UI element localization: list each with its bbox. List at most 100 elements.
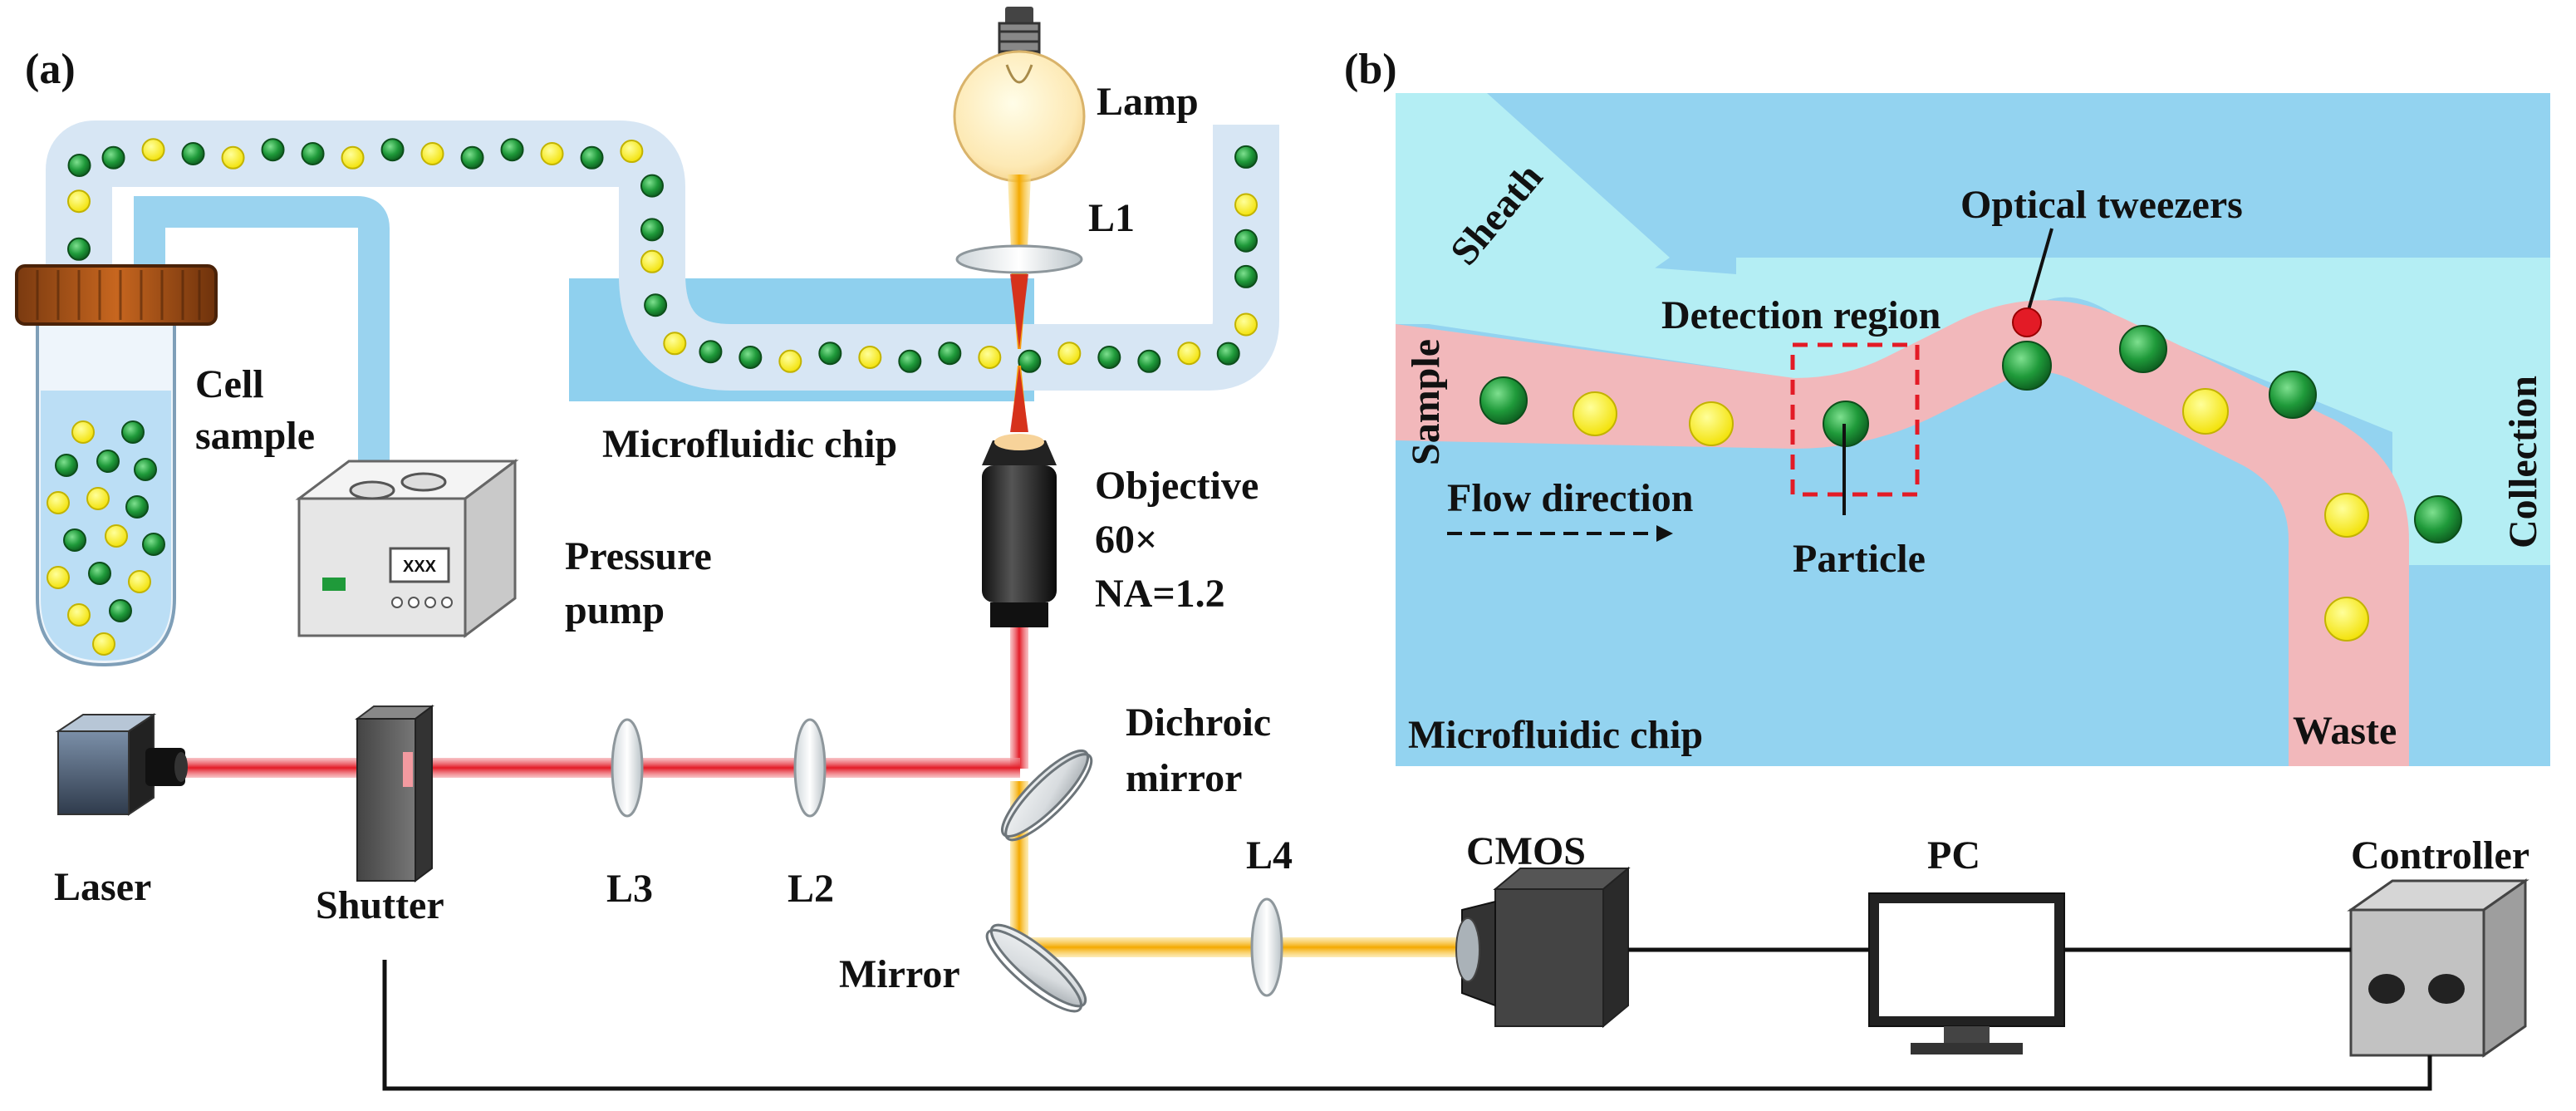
test-tube-cell [88,562,111,585]
trap-focus-upper [1010,274,1028,349]
test-tube-cell [55,454,78,477]
lens-l3 [611,718,644,818]
objective-label-1: Objective [1095,464,1259,508]
tubing-cell [67,237,91,261]
tubing-cell [738,346,763,369]
dichroic-mirror-label-1: Dichroic [1126,701,1271,745]
pressure-pump-label-1: Pressure [565,534,712,578]
tubing-cell [301,142,325,165]
tubing-cell [640,174,664,198]
tubing-cell [420,142,444,165]
panel-a: (a) Cell sample [15,7,2529,1091]
tubing-cell [1234,264,1258,288]
tubing-cell [978,346,1002,369]
tubing-cell [620,140,644,164]
channel-particle [2119,325,2167,373]
channel-particle [1479,376,1528,425]
lens-l1 [955,244,1083,274]
cell-sample-label-2: sample [195,414,315,458]
channel-particle [1689,401,1734,446]
test-tube-cell [47,491,70,514]
test-tube-cell [63,528,86,552]
tubing-cell [858,346,882,369]
pump-display-text: XXX [403,558,437,576]
tubing-cell [1216,342,1240,366]
test-tube-cell [105,524,128,548]
channel-particle [2324,493,2369,538]
illumination-beam-upper [1008,175,1031,249]
tubing-cell [101,145,125,170]
tubing-cell [644,293,668,317]
lens-l2 [793,718,827,818]
optical-tweezers-dot [2012,307,2042,337]
tubing-cell [1234,193,1258,217]
test-tube-cell [92,632,115,656]
tubing-cell [938,342,962,366]
test-tube-cell [109,599,132,622]
tubing-cell [699,340,723,364]
tubing-cell [1177,342,1201,366]
lamp [953,7,1086,183]
shutter-controller-cable [382,960,2432,1091]
tubing-cell [640,249,664,273]
tubing-cell [540,142,564,165]
test-tube-cap [15,264,218,326]
pressure-pump-label-2: pump [565,588,665,632]
test-tube-cell [71,420,95,444]
lens-l2-label: L2 [788,867,834,911]
pressure-pump: XXX [295,459,519,638]
tubing-cell [663,332,687,356]
laser-beam-vertical [1010,627,1028,769]
shutter [355,705,434,882]
chip-top-wall [1396,93,2550,258]
optical-tweezers-label: Optical tweezers [1960,183,2243,227]
panel-b-tag: (b) [1344,46,1397,93]
microfluidic-chip-label-a: Microfluidic chip [602,422,897,466]
trap-focus-lower [1010,366,1028,432]
laser-beam-horizontal [179,758,1020,778]
panel-b: (b) Sheath Sample Collection Optical twe… [1344,46,2550,766]
imaging-beam-horizontal [1019,937,1464,957]
tubing-cell [221,145,245,170]
pc-monitor [1868,892,2065,1054]
cmos-label: CMOS [1466,829,1586,873]
channel-particle [2182,388,2229,435]
tubing-cell [67,154,91,178]
sample-test-tube [15,264,218,667]
test-tube-cell [47,566,70,589]
lamp-label: Lamp [1097,80,1199,124]
microfluidic-chip-label-b: Microfluidic chip [1408,713,1703,757]
tubing-cell [380,138,405,162]
lens-l3-label: L3 [606,867,653,911]
test-tube-cell [142,533,165,556]
pump-display [389,547,450,583]
test-tube-cell [134,458,157,481]
tubing-cell [460,145,484,170]
test-tube-cell [86,487,110,510]
mirror [985,923,1087,1013]
tubing-cell [580,145,604,170]
channel-particle [1573,391,1617,436]
channel-particle [2269,371,2317,419]
pc-label: PC [1927,833,1980,877]
tubing-cell [1018,349,1042,373]
cell-sample-label-1: Cell [195,362,264,406]
laser-label: Laser [54,865,151,909]
controller [2347,878,2529,1058]
lens-l4-label: L4 [1246,833,1293,877]
channel-particle [2002,341,2052,391]
tubing-cell [818,342,842,366]
tubing-cell [898,349,922,373]
lens-l1-label: L1 [1088,196,1135,240]
sheath-inlet [1396,93,1670,316]
particle-label: Particle [1793,537,1926,581]
test-tube-cell [67,603,91,627]
tubing-cell [1234,145,1258,169]
cmos-camera [1455,866,1631,1029]
controller-label: Controller [2351,833,2529,877]
mirror-label: Mirror [839,952,960,996]
tubing-cell [1097,346,1121,369]
shutter-label: Shutter [316,883,444,927]
pump-indicator [322,578,346,591]
